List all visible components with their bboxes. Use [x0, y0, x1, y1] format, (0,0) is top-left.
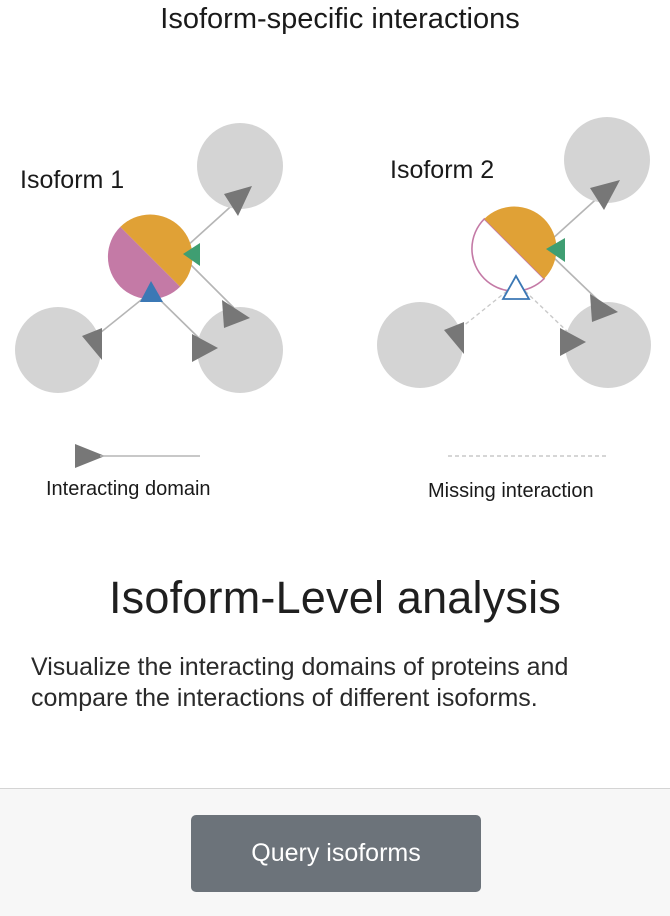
isoform-2-link-right — [550, 254, 604, 306]
isoform-1-arrow-right — [222, 300, 250, 328]
isoform-2-domain-orange — [484, 206, 557, 279]
isoform-2-arrow-top-right — [590, 180, 620, 210]
isoform-1-domain-green-marker — [183, 243, 200, 266]
isoform-1-link-top-right — [185, 199, 239, 248]
isoform-2-link-bottom-right-missing — [524, 290, 574, 338]
isoform-1-arrow-bottom-left — [82, 328, 102, 360]
isoform-1-arrow-top-right — [224, 186, 252, 216]
isoform-illustration: Isoform-specific interactions Isoform 1 … — [15, 3, 651, 502]
isoform-1-domain-orange — [120, 214, 193, 287]
legend-missing-label: Missing interaction — [428, 480, 594, 502]
isoform-2-arrow-bottom-right — [560, 328, 586, 356]
isoform-1-domain-pink — [107, 226, 181, 300]
isoform-2-arrow-bottom-left — [444, 322, 464, 354]
isoform-2-domain-blue-marker-missing — [501, 274, 531, 300]
legend-interacting-arrow-icon — [75, 444, 105, 468]
isoform-1-partner-bottom-right — [197, 307, 283, 393]
legend-interacting-label: Interacting domain — [46, 478, 211, 500]
isoform-2-arrow-right — [590, 294, 618, 322]
illustration-heading: Isoform-specific interactions — [160, 3, 519, 35]
isoform-1-label: Isoform 1 — [20, 166, 124, 194]
card-description: Visualize the interacting domains of pro… — [31, 653, 569, 712]
isoform-2-domain-green-marker — [546, 238, 565, 262]
isoform-1-arrow-bottom-right — [192, 334, 218, 362]
isoform-2-partner-top-right — [564, 117, 650, 203]
isoform-1-domain-blue-marker — [140, 281, 163, 302]
isoform-2-domain-missing — [471, 217, 546, 292]
isoform-1-link-right — [185, 259, 239, 313]
isoform-2-partner-bottom-right — [565, 302, 651, 388]
card-footer: Query isoforms — [0, 788, 670, 916]
isoform-2-label: Isoform 2 — [390, 156, 494, 184]
isoform-1-link-bottom-right — [155, 295, 207, 346]
isoform-1-partner-top-right — [197, 123, 283, 209]
isoform-1-partner-bottom-left — [15, 307, 101, 393]
isoform-2-partner-bottom-left — [377, 302, 463, 388]
query-isoforms-button[interactable]: Query isoforms — [191, 815, 481, 892]
card-title: Isoform-Level analysis — [108, 572, 562, 623]
